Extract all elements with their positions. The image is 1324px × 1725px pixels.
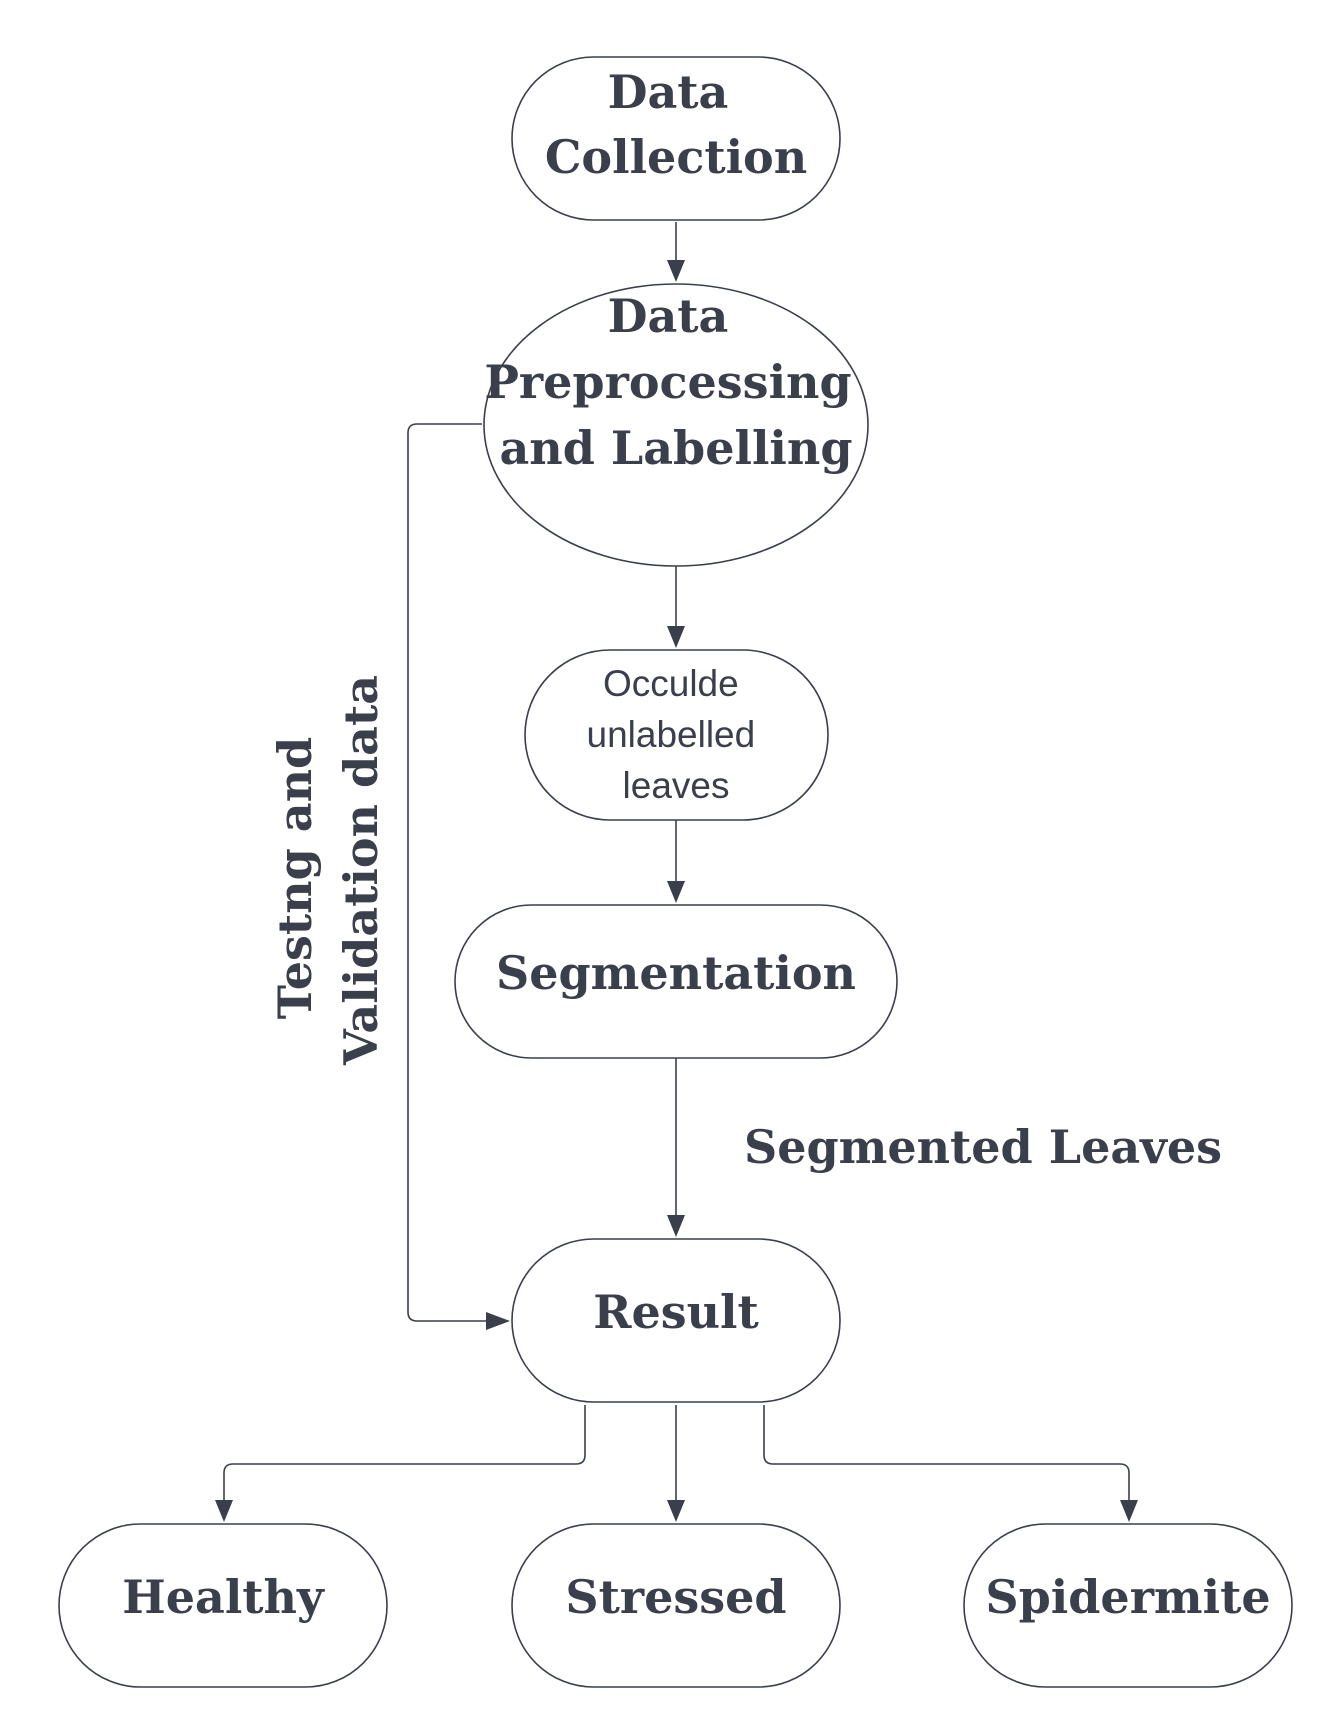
node-segmentation-label: Segmentation	[496, 946, 856, 1000]
edges	[215, 222, 1138, 1522]
node-healthy: Healthy	[58, 1523, 388, 1688]
node-occlude-line-3: leaves	[623, 765, 730, 806]
svg-text:Data Collection: Data Collection	[545, 65, 807, 184]
label-testing-validation: Testng and Validation data	[268, 675, 388, 1066]
arrowhead-result-left	[486, 1312, 510, 1330]
arrowhead-preprocessing	[667, 260, 685, 282]
arrowhead-result-top	[667, 1215, 685, 1237]
node-segmentation: Segmentation	[454, 904, 898, 1059]
svg-text:Healthy: Healthy	[122, 1570, 325, 1624]
node-data-collection-line-1: Data	[608, 65, 729, 119]
node-preprocessing: Data Preprocessing and Labelling	[483, 283, 869, 567]
node-data-collection-line-2: Collection	[545, 130, 807, 184]
label-segmented-leaves: Segmented Leaves	[744, 1120, 1222, 1174]
svg-text:Result: Result	[593, 1285, 759, 1339]
label-testing-validation-line-1: Testng and	[268, 737, 322, 1019]
node-result: Result	[511, 1238, 841, 1403]
node-data-collection: Data Collection	[511, 56, 841, 221]
node-preprocessing-line-2: Preprocessing	[484, 355, 851, 409]
node-occlude-line-1: Occulde	[603, 663, 739, 704]
node-stressed: Stressed	[511, 1523, 841, 1688]
node-spidermite: Spidermite	[963, 1523, 1293, 1688]
arrowhead-stressed	[667, 1500, 685, 1522]
label-testing-validation-line-2: Validation data	[334, 675, 388, 1066]
edge-result-to-spidermite	[763, 1405, 1130, 1502]
arrowhead-healthy	[215, 1500, 233, 1522]
node-healthy-label: Healthy	[122, 1570, 325, 1624]
edge-testing-validation-loop	[407, 423, 488, 1322]
svg-text:Data Preprocessing: Data Preprocessing and Labelling	[484, 289, 867, 475]
svg-text:Occulde unlabelled: Occulde unlabelled leaves	[587, 663, 766, 806]
svg-text:Spidermite: Spidermite	[985, 1570, 1270, 1624]
svg-text:Stressed: Stressed	[565, 1570, 786, 1624]
node-preprocessing-line-1: Data	[608, 289, 729, 343]
node-stressed-label: Stressed	[565, 1570, 786, 1624]
node-spidermite-label: Spidermite	[985, 1570, 1270, 1624]
arrowhead-occlude	[667, 626, 685, 648]
edge-result-to-healthy	[223, 1405, 586, 1502]
svg-text:Testng and Validation da: Testng and Validation data	[268, 675, 388, 1066]
node-occlude-line-2: unlabelled	[587, 714, 756, 755]
arrowhead-spidermite	[1120, 1500, 1138, 1522]
node-preprocessing-line-3: and Labelling	[499, 421, 852, 475]
node-result-label: Result	[593, 1285, 759, 1339]
arrowhead-segmentation	[667, 881, 685, 903]
svg-text:Segmentation: Segmentation	[496, 946, 856, 1000]
node-occlude: Occulde unlabelled leaves	[524, 649, 829, 821]
